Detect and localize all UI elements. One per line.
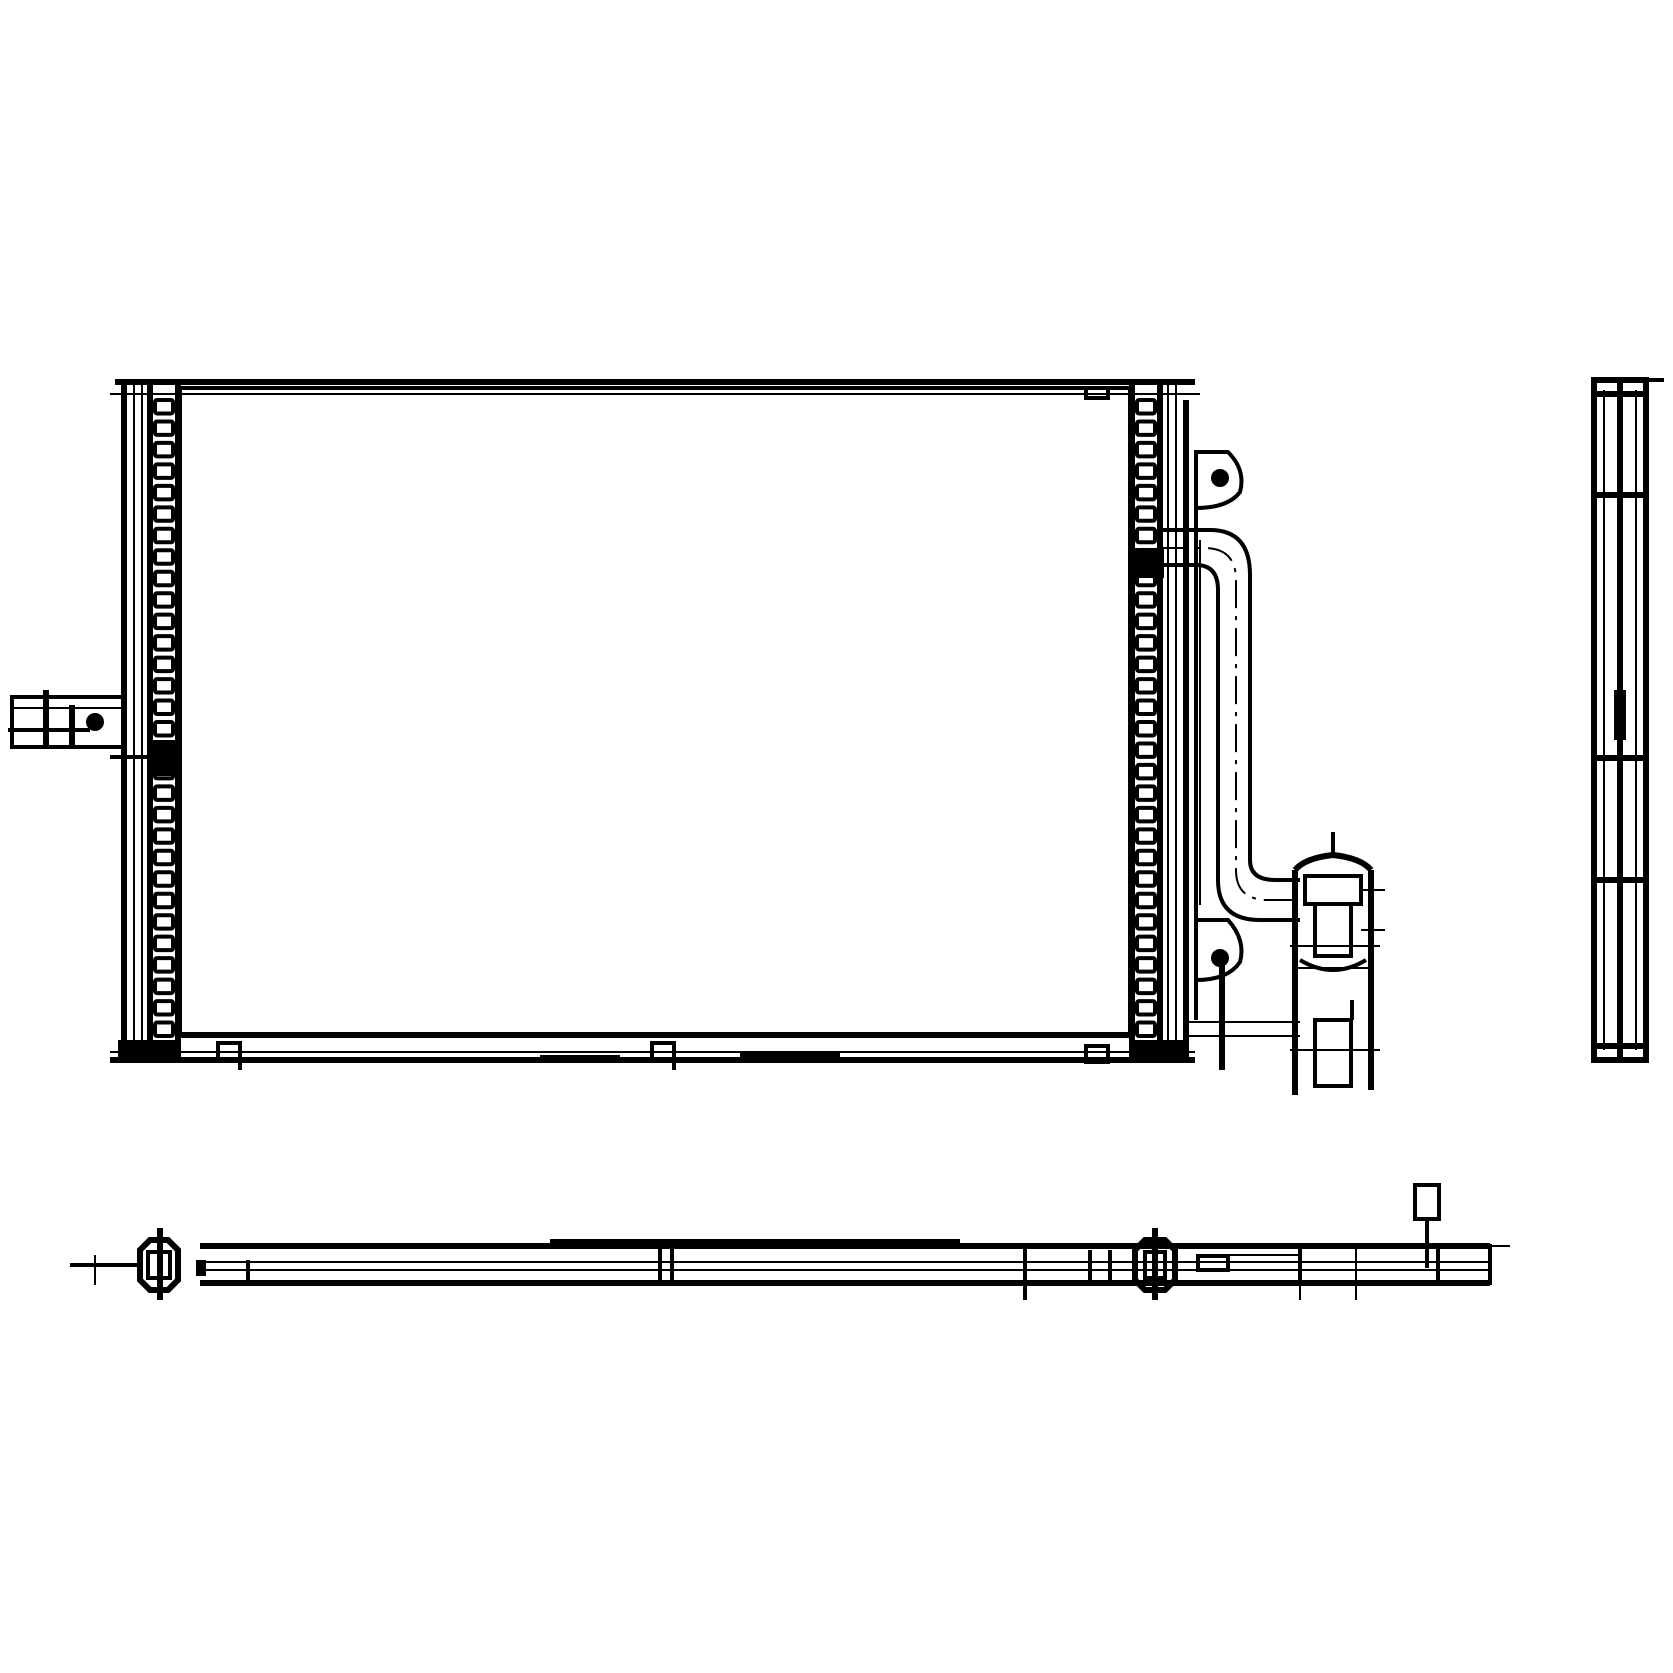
right-tank-slot bbox=[1135, 870, 1157, 888]
left-tank-slot bbox=[153, 805, 175, 824]
right-tank-slot bbox=[1135, 956, 1157, 974]
left-tank-slot bbox=[153, 891, 175, 910]
left-tank-slot bbox=[153, 870, 175, 888]
right-tank-slots bbox=[1135, 398, 1157, 1038]
right-tank-slot bbox=[1135, 913, 1157, 931]
right-tank-slot bbox=[1135, 505, 1157, 523]
right-header-tank bbox=[1084, 384, 1189, 1060]
left-tank-slot bbox=[153, 698, 175, 716]
left-tank-slot bbox=[153, 526, 175, 545]
left-tank-slot bbox=[153, 612, 175, 631]
right-tank-slot bbox=[1135, 419, 1157, 437]
right-tank-slot bbox=[1135, 805, 1157, 824]
left-header-tank bbox=[118, 384, 181, 1060]
right-tank-slot bbox=[1135, 720, 1157, 738]
right-tank-slot bbox=[1135, 655, 1157, 674]
left-tank-slot bbox=[153, 934, 175, 953]
right-tank-slot bbox=[1135, 848, 1157, 867]
side-view bbox=[1591, 377, 1664, 1063]
right-tank-slot bbox=[1135, 634, 1157, 652]
left-tank-slot bbox=[153, 569, 175, 588]
left-tank-slot bbox=[153, 827, 175, 845]
front-view bbox=[8, 379, 1385, 1095]
left-tank-slot bbox=[153, 440, 175, 459]
right-mounting-lugs bbox=[1186, 450, 1300, 1070]
left-mounting-bracket bbox=[8, 690, 150, 759]
right-tank-slot bbox=[1135, 1020, 1157, 1038]
receiver-drier bbox=[1290, 832, 1385, 1095]
left-tank-slot bbox=[153, 913, 175, 931]
left-tank-slots bbox=[153, 398, 175, 1038]
right-tank-slot bbox=[1135, 977, 1157, 996]
left-tank-slot bbox=[153, 548, 175, 566]
right-tank-slot bbox=[1135, 398, 1157, 416]
refrigerant-pipe bbox=[1160, 528, 1300, 922]
left-tank-slot bbox=[153, 655, 175, 674]
left-tank-slot bbox=[153, 999, 175, 1017]
right-tank-slot bbox=[1135, 483, 1157, 502]
left-tank-slot bbox=[153, 483, 175, 502]
bottom-bracket-rail bbox=[216, 1041, 1120, 1070]
right-tank-slot bbox=[1135, 784, 1157, 802]
right-tank-slot bbox=[1135, 462, 1157, 480]
left-tank-slot bbox=[153, 634, 175, 652]
left-tank-slot bbox=[153, 462, 175, 480]
left-tank-slot bbox=[153, 591, 175, 609]
right-tank-slot bbox=[1135, 677, 1157, 695]
right-tank-slot bbox=[1135, 827, 1157, 845]
right-tank-slot bbox=[1135, 891, 1157, 910]
right-tank-slot bbox=[1135, 440, 1157, 459]
right-tank-slot bbox=[1135, 934, 1157, 953]
left-tank-slot bbox=[153, 956, 175, 974]
left-tank-slot bbox=[153, 720, 175, 738]
bottom-view bbox=[70, 1183, 1510, 1300]
right-tank-slot bbox=[1135, 591, 1157, 609]
right-tank-slot bbox=[1135, 762, 1157, 781]
left-tank-slot bbox=[153, 1020, 175, 1038]
left-tank-slot bbox=[153, 505, 175, 523]
left-tank-slot bbox=[153, 398, 175, 416]
right-tank-slot bbox=[1135, 526, 1157, 545]
right-tank-slot bbox=[1135, 612, 1157, 631]
left-tank-slot bbox=[153, 848, 175, 867]
left-tank-slot bbox=[153, 419, 175, 437]
left-tank-slot bbox=[153, 677, 175, 695]
right-tank-slot bbox=[1135, 698, 1157, 716]
left-tank-slot bbox=[153, 977, 175, 996]
right-tank-slot bbox=[1135, 741, 1157, 759]
right-tank-slot bbox=[1135, 999, 1157, 1017]
left-tank-slot bbox=[153, 784, 175, 802]
core-outline bbox=[110, 379, 1200, 1063]
